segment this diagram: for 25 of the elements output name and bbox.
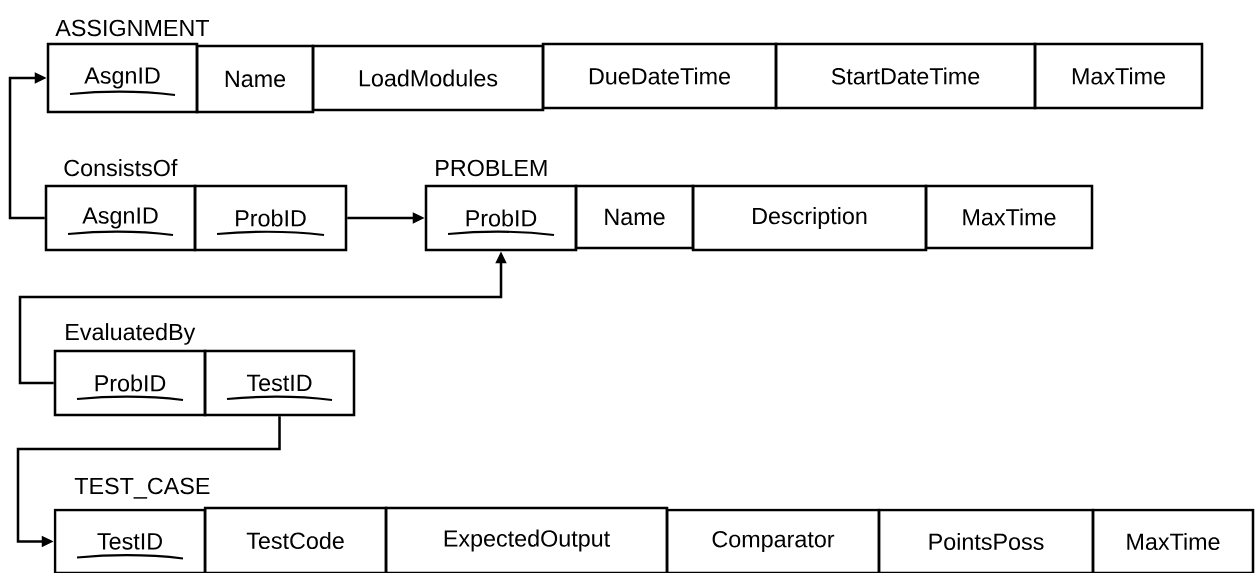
attribute-cell: Comparator	[665, 508, 881, 573]
attribute-cell: Name	[195, 44, 315, 114]
attribute-cell: ExpectedOutput	[384, 506, 669, 573]
attribute-cell: TestCode	[203, 506, 388, 573]
attribute-cell: ProbID	[53, 349, 207, 417]
attribute-cell: Description	[691, 184, 928, 252]
attribute-cell: StartDateTime	[774, 42, 1037, 110]
attribute-cell: DueDateTime	[541, 42, 778, 110]
table-name: TEST_CASE	[74, 477, 210, 499]
attribute-cell: MaxTime	[1091, 508, 1255, 573]
table-name: PROBLEM	[436, 159, 547, 177]
attribute-cell: Name	[574, 184, 695, 250]
attribute-cell: PointsPoss	[877, 508, 1095, 573]
attribute-cell: LoadModules	[311, 44, 545, 112]
table-name: EvaluatedBy	[66, 323, 196, 345]
table-name: ConsistsOf	[64, 159, 178, 177]
attribute-cell: MaxTime	[1033, 42, 1204, 110]
attribute-cell: ProbID	[424, 184, 578, 252]
attribute-cell: AsgnID	[44, 184, 197, 252]
table-name: ASSIGNMENT	[55, 19, 209, 37]
attribute-cell: AsgnID	[46, 42, 199, 114]
attribute-cell: ProbID	[193, 184, 348, 252]
attribute-cell: TestID	[203, 349, 356, 417]
attribute-cell: MaxTime	[924, 184, 1094, 250]
attribute-cell: TestID	[53, 508, 207, 573]
